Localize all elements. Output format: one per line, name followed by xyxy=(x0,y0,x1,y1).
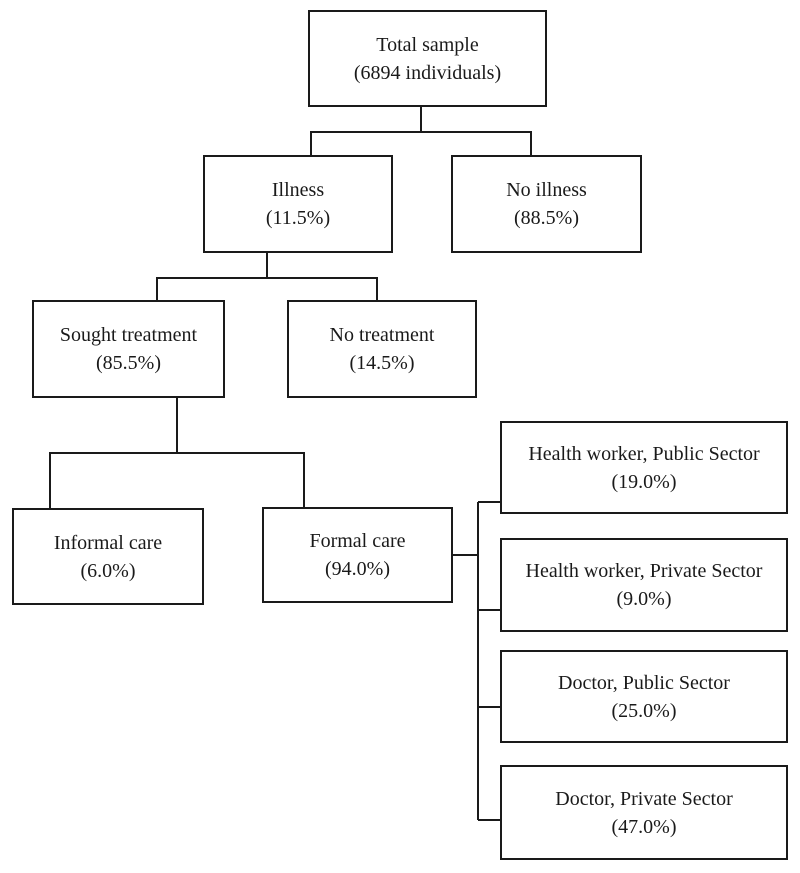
node-health-worker-public-sector: Health worker, Public Sector (19.0%) xyxy=(500,421,788,514)
connector-total-to-row2 xyxy=(310,106,532,155)
node-no-illness: No illness (88.5%) xyxy=(451,155,642,253)
node-doctor-private-sector-value: (47.0%) xyxy=(611,815,677,838)
connector-illness-to-row3 xyxy=(156,253,378,300)
node-sought-treatment-label: Sought treatment xyxy=(59,324,198,346)
node-formal-care-value: (94.0%) xyxy=(325,558,390,580)
node-formal-care: Formal care (94.0%) xyxy=(262,507,453,603)
node-sought-treatment: Sought treatment (85.5%) xyxy=(32,300,225,398)
node-illness: Illness (11.5%) xyxy=(203,155,393,253)
node-health-worker-private-sector-value: (9.0%) xyxy=(616,588,672,610)
node-no-treatment-label: No treatment xyxy=(329,324,435,346)
node-doctor-private-sector: Doctor, Private Sector (47.0%) xyxy=(500,765,788,860)
node-informal-care-value: (6.0%) xyxy=(80,559,136,582)
node-health-worker-private-sector: Health worker, Private Sector (9.0%) xyxy=(500,538,788,632)
connector-formal-to-providers xyxy=(453,501,500,821)
node-illness-value: (11.5%) xyxy=(265,207,331,229)
node-total-sample-label: Total sample xyxy=(376,33,479,56)
node-doctor-private-sector-label: Doctor, Private Sector xyxy=(555,787,733,810)
node-illness-label: Illness xyxy=(271,179,325,201)
node-health-worker-public-sector-label: Health worker, Public Sector xyxy=(528,442,760,465)
node-formal-care-label: Formal care xyxy=(309,530,406,552)
node-sought-treatment-value: (85.5%) xyxy=(96,352,161,374)
node-total-sample-value: (6894 individuals) xyxy=(353,61,502,84)
node-no-treatment-value: (14.5%) xyxy=(349,352,415,374)
connector-sought-to-row4 xyxy=(49,398,305,508)
node-doctor-public-sector: Doctor, Public Sector (25.0%) xyxy=(500,650,788,743)
node-no-illness-label: No illness xyxy=(506,179,587,201)
node-no-treatment: No treatment (14.5%) xyxy=(287,300,477,398)
node-total-sample: Total sample (6894 individuals) xyxy=(308,10,547,107)
node-doctor-public-sector-value: (25.0%) xyxy=(611,699,677,722)
node-informal-care-label: Informal care xyxy=(53,531,163,554)
node-informal-care: Informal care (6.0%) xyxy=(12,508,204,605)
node-health-worker-public-sector-value: (19.0%) xyxy=(611,470,677,493)
node-health-worker-private-sector-label: Health worker, Private Sector xyxy=(525,560,763,582)
node-no-illness-value: (88.5%) xyxy=(514,207,579,229)
node-doctor-public-sector-label: Doctor, Public Sector xyxy=(558,671,730,694)
